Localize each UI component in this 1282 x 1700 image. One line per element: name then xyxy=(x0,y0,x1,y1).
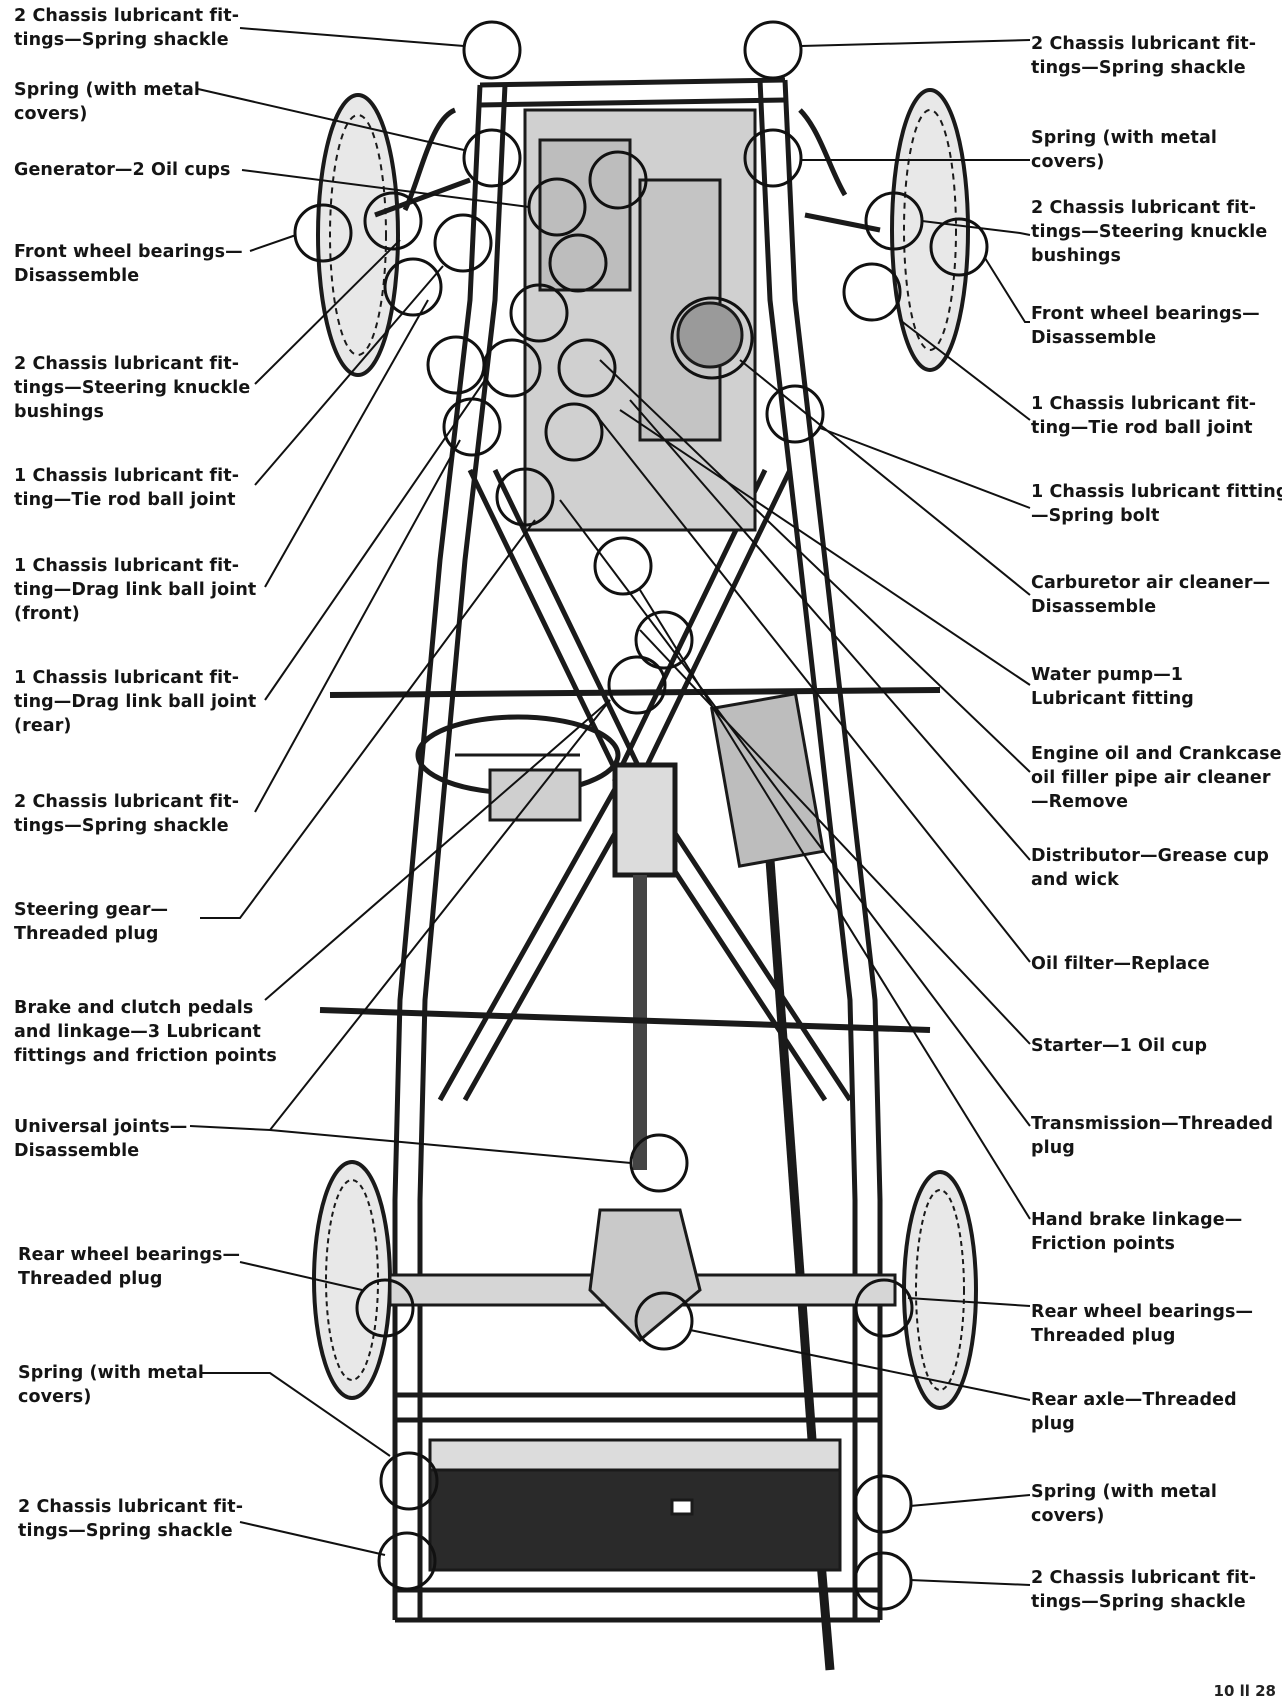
label-right-rear-wheel-bearings: Rear wheel bearings— Threaded plug xyxy=(1031,1300,1253,1348)
label-right-front-spring: Spring (with metal covers) xyxy=(1031,126,1217,174)
rear-right-wheel xyxy=(904,1172,976,1408)
label-left-rear-wheel-bearings: Rear wheel bearings— Threaded plug xyxy=(18,1243,240,1291)
label-drag-link-front: 1 Chassis lubricant fit- ting—Drag link … xyxy=(14,554,256,626)
label-right-front-spring-shackle: 2 Chassis lubricant fit- tings—Spring sh… xyxy=(1031,32,1256,80)
label-left-tie-rod: 1 Chassis lubricant fit- ting—Tie rod ba… xyxy=(14,464,239,512)
rear-axle xyxy=(390,1210,895,1340)
engine-block xyxy=(525,110,755,530)
label-engine-oil-crankcase: Engine oil and Crankcase oil filler pipe… xyxy=(1031,742,1282,814)
figure-id: 10 ll 28 xyxy=(1214,1682,1276,1700)
label-drag-link-rear: 1 Chassis lubricant fit- ting—Drag link … xyxy=(14,666,256,738)
label-left-rear-spring-shackle: 2 Chassis lubricant fit- tings—Spring sh… xyxy=(18,1495,243,1543)
label-rear-axle: Rear axle—Threaded plug xyxy=(1031,1388,1237,1436)
label-distributor: Distributor—Grease cup and wick xyxy=(1031,844,1269,892)
label-water-pump: Water pump—1 Lubricant fitting xyxy=(1031,663,1194,711)
label-right-front-wheel-bearings: Front wheel bearings— Disassemble xyxy=(1031,302,1260,350)
label-right-rear-spring: Spring (with metal covers) xyxy=(1031,1480,1217,1528)
label-right-steering-knuckle: 2 Chassis lubricant fit- tings—Steering … xyxy=(1031,196,1267,268)
label-left-front-wheel-bearings: Front wheel bearings— Disassemble xyxy=(14,240,243,288)
label-left-steering-knuckle: 2 Chassis lubricant fit- tings—Steering … xyxy=(14,352,250,424)
label-transmission: Transmission—Threaded plug xyxy=(1031,1112,1273,1160)
label-right-tie-rod: 1 Chassis lubricant fit- ting—Tie rod ba… xyxy=(1031,392,1256,440)
front-right-wheel xyxy=(892,90,968,370)
label-steering-gear: Steering gear— Threaded plug xyxy=(14,898,168,946)
label-left-front-spring: Spring (with metal covers) xyxy=(14,78,200,126)
label-universal-joints: Universal joints— Disassemble xyxy=(14,1115,187,1163)
label-carburetor-air-cleaner: Carburetor air cleaner— Disassemble xyxy=(1031,571,1270,619)
label-hand-brake-linkage: Hand brake linkage— Friction points xyxy=(1031,1208,1242,1256)
label-starter: Starter—1 Oil cup xyxy=(1031,1034,1207,1058)
label-oil-filter: Oil filter—Replace xyxy=(1031,952,1210,976)
label-left-mid-spring-shackle: 2 Chassis lubricant fit- tings—Spring sh… xyxy=(14,790,239,838)
fuel-tank xyxy=(430,1440,840,1570)
label-spring-bolt: 1 Chassis lubricant fitting —Spring bolt xyxy=(1031,480,1282,528)
label-left-front-spring-shackle: 2 Chassis lubricant fit- tings—Spring sh… xyxy=(14,4,239,52)
label-left-rear-spring: Spring (with metal covers) xyxy=(18,1361,204,1409)
label-generator: Generator—2 Oil cups xyxy=(14,158,231,182)
label-right-rear-spring-shackle: 2 Chassis lubricant fit- tings—Spring sh… xyxy=(1031,1566,1256,1614)
label-brake-clutch-pedals: Brake and clutch pedals and linkage—3 Lu… xyxy=(14,996,277,1068)
